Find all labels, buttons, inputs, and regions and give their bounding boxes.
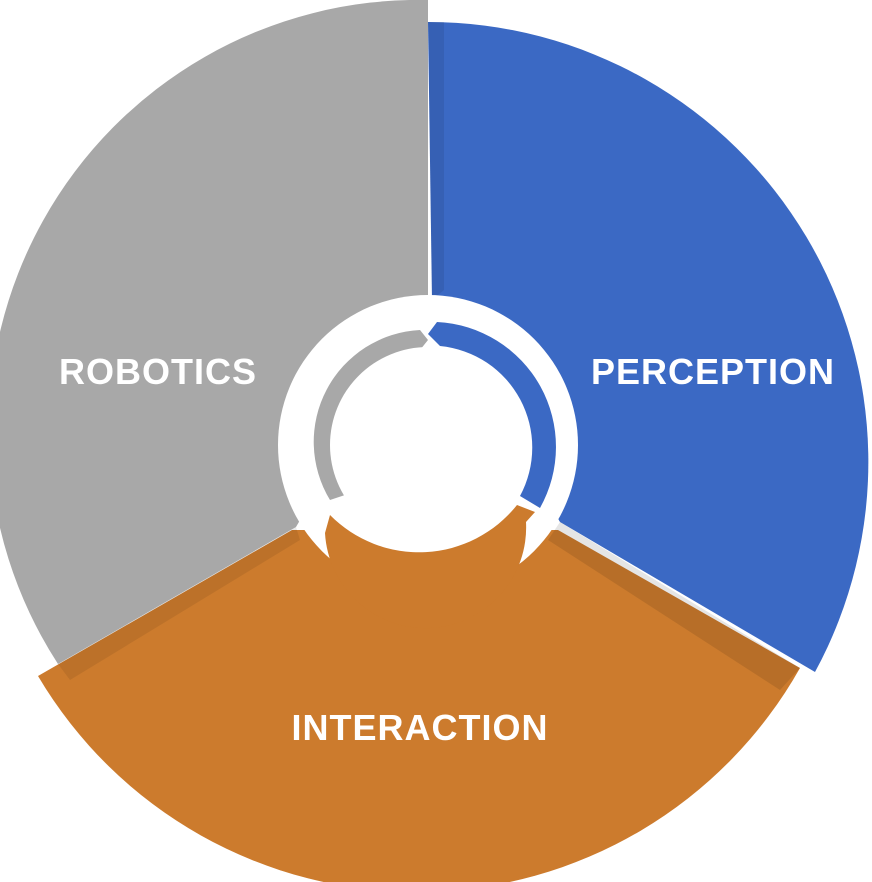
- cycle-ring: [313, 322, 556, 629]
- segment-shadows: [58, 22, 800, 690]
- cycle-center-hole: [330, 347, 526, 543]
- segment-perception: [428, 21, 869, 672]
- segment-label-perception: PERCEPTION: [591, 351, 835, 392]
- cycle-arrow-perception: [428, 322, 556, 508]
- segment-interaction: [38, 530, 800, 882]
- shadow-perception-edge: [428, 22, 444, 300]
- segment-label-interaction: INTERACTION: [292, 707, 549, 748]
- segment-robotics: [0, 0, 428, 664]
- cycle-arrow-interaction: [325, 505, 535, 629]
- segment-label-robotics: ROBOTICS: [59, 351, 257, 392]
- shadow-interaction-edge: [548, 522, 800, 690]
- cycle-arrow-robotics: [313, 330, 428, 500]
- shadow-robotics-edge: [58, 527, 300, 680]
